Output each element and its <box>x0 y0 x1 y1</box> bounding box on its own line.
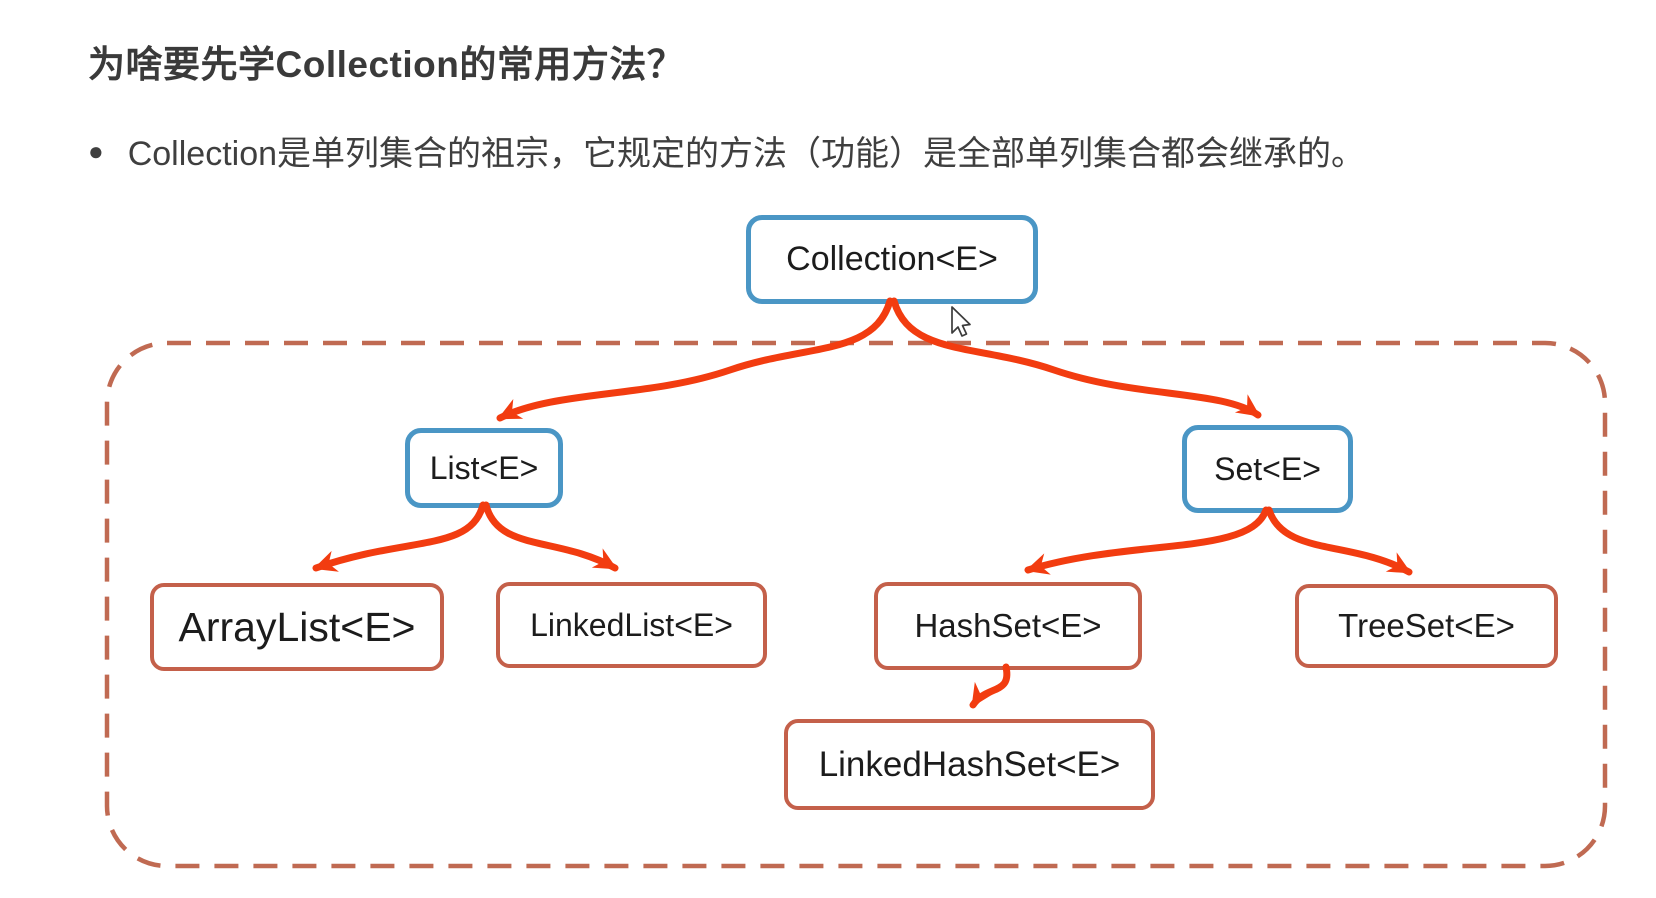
node-collection-label: Collection<E> <box>786 240 998 278</box>
mouse-cursor-icon <box>951 306 971 337</box>
node-linkedlist: LinkedList<E> <box>496 582 767 668</box>
node-treeset-label: TreeSet<E> <box>1338 607 1515 644</box>
node-hashset-label: HashSet<E> <box>914 607 1102 644</box>
bullet-item: ● Collection是单列集合的祖宗，它规定的方法（功能）是全部单列集合都会… <box>88 126 1365 175</box>
edge-collection-list <box>496 297 894 422</box>
node-linkedlist-label: LinkedList<E> <box>530 606 733 643</box>
node-list-label: List<E> <box>429 449 539 486</box>
bullet-icon: ● <box>88 135 104 166</box>
edge-list-arraylist <box>312 501 487 572</box>
node-hashset: HashSet<E> <box>874 582 1142 670</box>
edge-hashset-linkedhashset <box>969 663 1011 709</box>
node-treeset: TreeSet<E> <box>1295 584 1558 668</box>
page-title: 为啥要先学Collection的常用方法？ <box>88 44 685 85</box>
edge-set-treeset <box>1265 506 1413 576</box>
edge-collection-set <box>890 297 1262 419</box>
node-set-label: Set<E> <box>1214 450 1321 487</box>
node-arraylist-label: ArrayList<E> <box>178 603 416 650</box>
edge-set-hashset <box>1024 506 1270 575</box>
node-linkedhashset-label: LinkedHashSet<E> <box>818 744 1121 784</box>
node-linkedhashset: LinkedHashSet<E> <box>784 719 1155 810</box>
node-collection: Collection<E> <box>746 215 1038 304</box>
node-arraylist: ArrayList<E> <box>150 583 444 671</box>
node-list: List<E> <box>405 428 563 508</box>
node-set: Set<E> <box>1182 425 1353 513</box>
edge-list-linkedlist <box>482 501 619 572</box>
bullet-text: Collection是单列集合的祖宗，它规定的方法（功能）是全部单列集合都会继承… <box>127 135 1366 173</box>
